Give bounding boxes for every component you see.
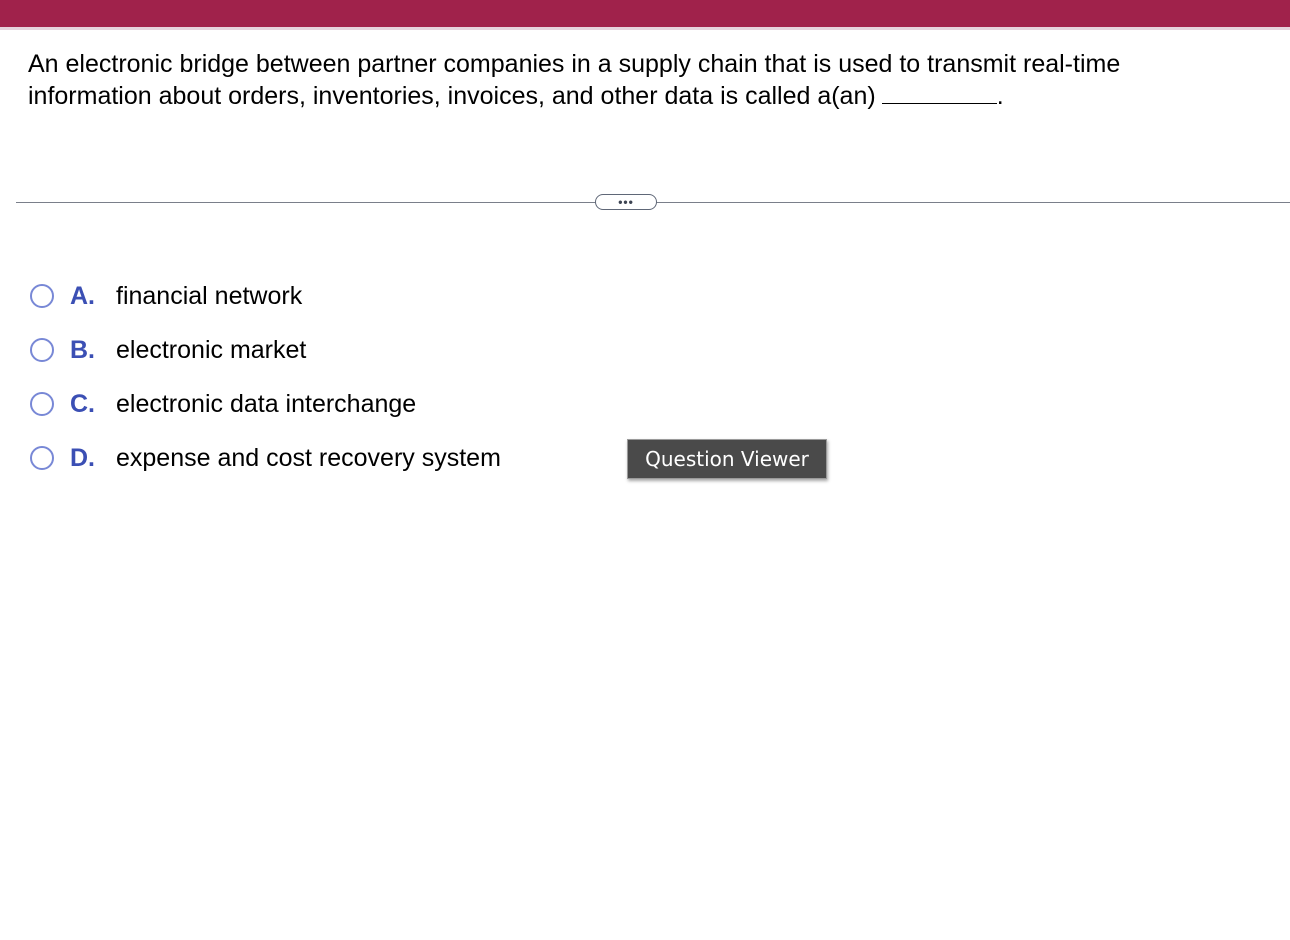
choice-text-b: electronic market (116, 335, 307, 364)
question-body: An electronic bridge between partner com… (28, 50, 1121, 110)
blank-suffix: . (996, 82, 1004, 110)
radio-button-a[interactable] (30, 284, 54, 308)
radio-button-c[interactable] (30, 392, 54, 416)
question-viewer-tooltip: Question Viewer (627, 439, 827, 479)
choice-c[interactable]: C. electronic data interchange (30, 384, 501, 424)
answer-choices: A. financial network B. electronic marke… (30, 276, 501, 492)
choice-text-c: electronic data interchange (116, 389, 417, 418)
choice-text-a: financial network (116, 281, 303, 310)
radio-button-b[interactable] (30, 338, 54, 362)
more-dots-icon: ••• (618, 195, 634, 209)
choice-b[interactable]: B. electronic market (30, 330, 501, 370)
choice-letter-a: A. (70, 281, 95, 310)
choice-a[interactable]: A. financial network (30, 276, 501, 316)
choice-d[interactable]: D. expense and cost recovery system (30, 438, 501, 478)
choice-letter-b: B. (70, 335, 95, 364)
expand-more-button[interactable]: ••• (595, 194, 657, 210)
header-bar (0, 0, 1290, 27)
choice-letter-d: D. (70, 443, 95, 472)
question-text: An electronic bridge between partner com… (28, 48, 1248, 112)
radio-button-d[interactable] (30, 446, 54, 470)
answer-blank (881, 81, 997, 104)
header-underline (0, 27, 1290, 30)
choice-letter-c: C. (70, 389, 95, 418)
question-viewer-label: Question Viewer (645, 447, 809, 471)
choice-text-d: expense and cost recovery system (116, 443, 501, 472)
